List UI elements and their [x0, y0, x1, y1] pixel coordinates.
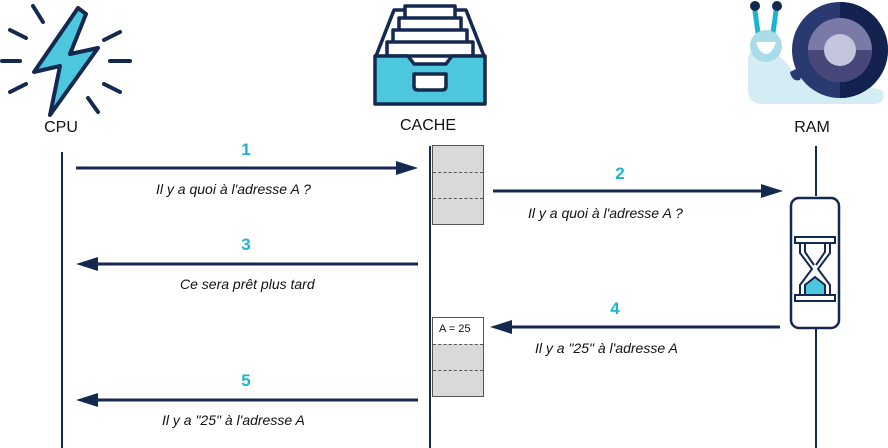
cache-slot [433, 370, 483, 396]
message-label: Il y a "25" à l'adresse A [535, 340, 678, 356]
arrow-1 [76, 161, 418, 175]
cache-state-initial [432, 145, 484, 225]
actor-label-cpu: CPU [44, 119, 78, 136]
cache-state-filled: A = 25 [432, 317, 484, 397]
drawer-icon [373, 4, 487, 106]
lifeline-cpu [61, 152, 63, 448]
cache-slot-a: A = 25 [433, 318, 483, 344]
step-number: 4 [610, 299, 620, 318]
actor-label-cache: CACHE [399, 117, 456, 134]
cache-slot [433, 146, 483, 172]
cache-slot [433, 172, 483, 198]
snail-icon [748, 1, 888, 104]
step-number: 5 [241, 371, 251, 390]
lightning-icon [0, 4, 132, 117]
message-label: Il y a quoi à l'adresse A ? [156, 181, 311, 197]
cache-slot [433, 198, 483, 224]
message-label: Il y a quoi à l'adresse A ? [528, 205, 683, 221]
lifeline-cache [429, 146, 431, 448]
arrow-5 [76, 393, 418, 407]
message-label: Ce sera prêt plus tard [180, 276, 315, 292]
hourglass-icon [794, 236, 836, 302]
cache-slot [433, 344, 483, 370]
lifeline-ram [815, 146, 817, 196]
lifeline-ram-lower [815, 328, 817, 448]
ram-activation-box [789, 196, 841, 330]
arrow-3 [76, 257, 418, 271]
arrow-4 [490, 320, 780, 334]
step-number: 1 [241, 140, 251, 159]
step-number: 2 [615, 164, 625, 183]
message-label: Il y a "25" à l'adresse A [162, 412, 305, 428]
arrow-2 [493, 184, 783, 198]
actor-label-ram: RAM [794, 119, 830, 136]
step-number: 3 [241, 235, 251, 254]
